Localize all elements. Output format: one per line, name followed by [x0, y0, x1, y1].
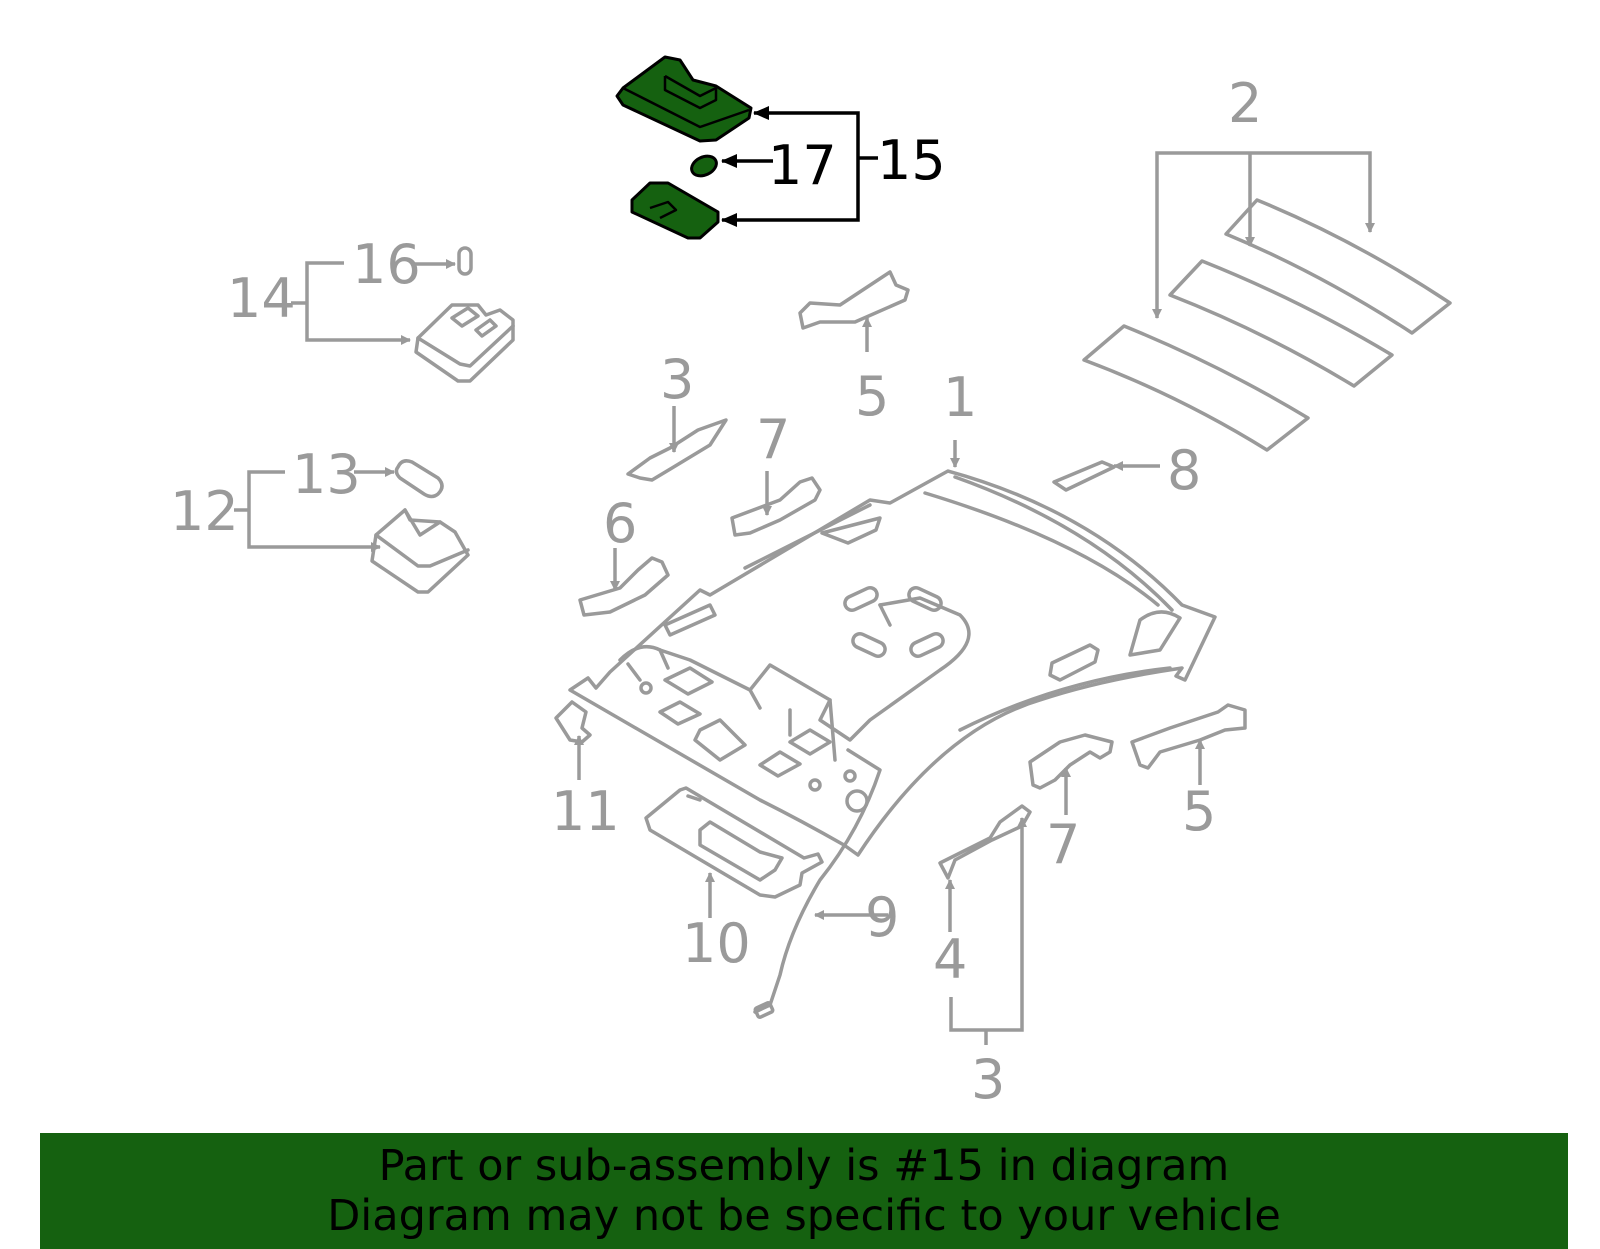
bulb-part-17 — [690, 154, 718, 178]
callout-16: 16 — [352, 233, 421, 296]
lamp-part-12 — [234, 459, 470, 594]
callout-11: 11 — [551, 780, 620, 843]
callout-5-upper: 5 — [855, 365, 889, 428]
callout-3-lower: 3 — [971, 1048, 1005, 1111]
bracket-part-7-upper — [730, 471, 822, 537]
dome-lamp-assembly-part-15[interactable] — [615, 55, 753, 240]
callout-bracket-15 — [721, 106, 878, 227]
callout-2: 2 — [1228, 72, 1262, 135]
callout-13: 13 — [292, 443, 361, 506]
info-banner: Part or sub-assembly is #15 in diagram D… — [40, 1133, 1568, 1249]
brackets-part-4-3-lower — [938, 804, 1032, 1045]
bulb-part-13 — [394, 459, 444, 499]
callout-1: 1 — [943, 366, 977, 429]
sunvisor-part-10 — [644, 786, 824, 918]
map-lamp-part-14 — [291, 246, 515, 383]
bracket-part-5-upper — [798, 270, 910, 352]
callout-7-upper: 7 — [756, 408, 790, 471]
strip-part-8 — [1052, 460, 1160, 492]
bulb-part-16 — [457, 246, 473, 276]
callout-14: 14 — [227, 267, 296, 330]
callout-9: 9 — [865, 886, 899, 949]
headliner-part-1 — [568, 440, 1217, 1020]
callout-15: 15 — [877, 129, 946, 192]
roof-panels-part-2 — [1082, 151, 1452, 452]
bracket-part-6 — [578, 548, 670, 617]
callout-7-lower: 7 — [1046, 813, 1080, 876]
banner-line-part: Part or sub-assembly is #15 in diagram — [378, 1141, 1230, 1191]
banner-line-disclaimer: Diagram may not be specific to your vehi… — [327, 1191, 1281, 1241]
callout-4: 4 — [933, 928, 967, 991]
bracket-part-5-lower — [1130, 703, 1247, 785]
callout-17: 17 — [768, 134, 837, 197]
bracket-part-3-upper — [626, 406, 728, 482]
callout-5-lower: 5 — [1182, 780, 1216, 843]
bracket-part-7-lower — [1028, 733, 1114, 815]
callout-6: 6 — [603, 492, 637, 555]
clip-part-11 — [554, 700, 592, 780]
callout-3-upper: 3 — [660, 348, 694, 411]
callout-12: 12 — [170, 480, 239, 543]
callout-8: 8 — [1167, 439, 1201, 502]
callout-10: 10 — [682, 912, 751, 975]
